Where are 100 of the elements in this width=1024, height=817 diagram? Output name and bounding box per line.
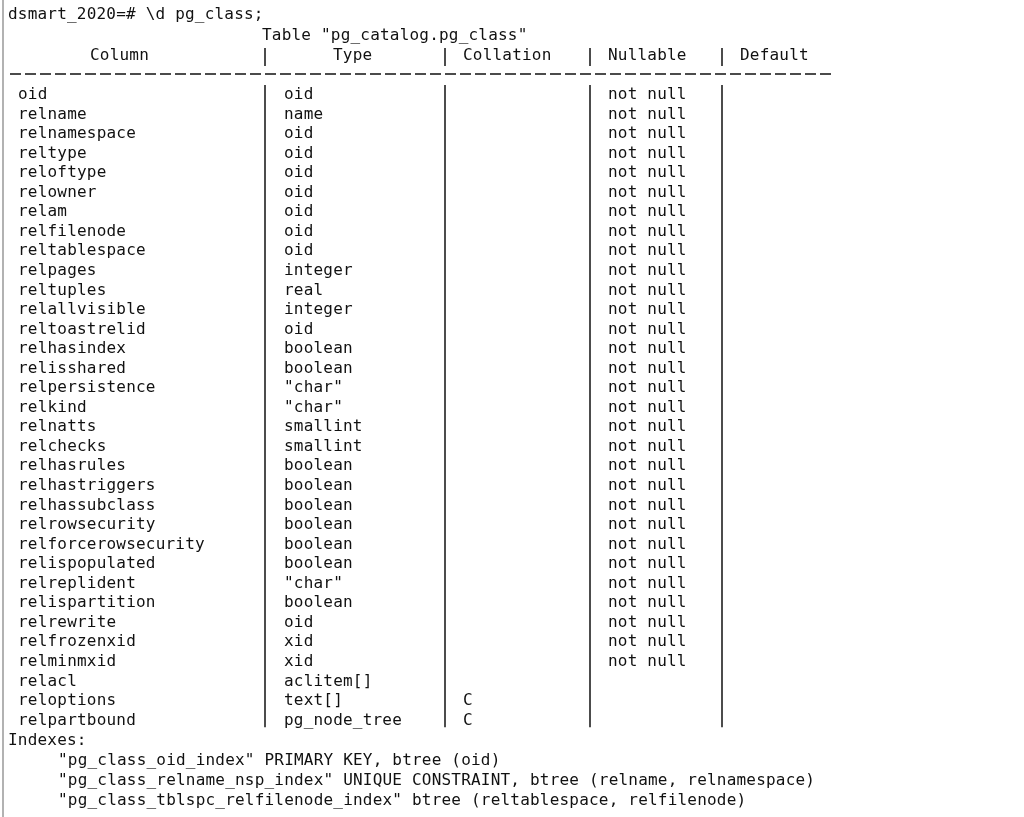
column-name: reloftype [18,162,107,183]
column-type: oid [284,201,314,222]
nullable-value: not null [608,572,687,593]
column-type: oid [284,123,314,144]
column-header: Default [740,45,809,65]
column-type: boolean [284,553,353,574]
column-type: boolean [284,514,353,535]
column-name: relrewrite [18,611,117,632]
nullable-value: not null [608,181,687,202]
column-name: relhassubclass [18,494,156,515]
column-type: "char" [284,377,343,398]
column-type: oid [284,162,314,183]
column-header: Column [90,45,149,65]
column-name: relacl [18,670,77,691]
nullable-value: not null [608,259,687,280]
column-type: boolean [284,475,353,495]
collation-value: C [463,709,473,730]
column-name: relname [18,103,87,124]
column-type: integer [284,299,353,320]
nullable-value: not null [608,611,687,632]
column-type: smallint [284,435,363,456]
nullable-value: not null [608,142,687,163]
column-name: relreplident [18,572,136,593]
column-type: oid [284,220,314,241]
nullable-value: not null [608,650,687,671]
column-type: oid [284,142,314,163]
column-type: "char" [284,572,343,593]
column-type: oid [284,240,314,261]
nullable-value: not null [608,455,687,476]
collation-value: C [463,690,473,711]
nullable-value: not null [608,201,687,222]
column-type: name [284,103,324,124]
column-name: reltablespace [18,240,146,261]
nullable-value: not null [608,494,687,515]
column-name: relrowsecurity [18,514,156,535]
nullable-value: not null [608,435,687,456]
nullable-value: not null [608,279,687,300]
column-name: reltoastrelid [18,318,146,339]
column-type: oid [284,611,314,632]
column-type: xid [284,650,314,671]
nullable-value: not null [608,318,687,339]
column-name: relchecks [18,435,107,456]
nullable-value: not null [608,220,687,241]
nullable-value: not null [608,553,687,574]
column-name: relowner [18,181,97,202]
column-type: text[] [284,690,343,711]
column-type: boolean [284,494,353,515]
column-name: relpartbound [18,709,136,730]
nullable-value: not null [608,240,687,261]
column-name: relfilenode [18,220,127,241]
column-type: boolean [284,455,353,476]
column-type: boolean [284,533,353,554]
column-name: relkind [18,396,87,417]
column-name: reltype [18,142,87,163]
nullable-value: not null [608,416,687,437]
column-name: reltuples [18,279,107,300]
column-type: oid [284,84,314,104]
column-type: pg_node_tree [284,709,402,730]
column-type: xid [284,631,314,652]
column-name: relfrozenxid [18,631,136,652]
nullable-value: not null [608,299,687,320]
column-name: reloptions [18,690,117,711]
column-name: relhastriggers [18,475,156,495]
column-type: integer [284,259,353,280]
nullable-value: not null [608,514,687,535]
column-name: relisshared [18,357,127,378]
index-definition: "pg_class_oid_index" PRIMARY KEY, btree (oid) [58,750,501,771]
nullable-value: not null [608,103,687,124]
column-type: aclitem[] [284,670,373,691]
column-type: oid [284,181,314,202]
column-type: boolean [284,592,353,613]
column-name: relnatts [18,416,97,437]
column-type: "char" [284,396,343,417]
nullable-value: not null [608,357,687,378]
nullable-value: not null [608,396,687,417]
table-title: Table "pg_catalog.pg_class" [262,25,528,45]
column-type: oid [284,318,314,339]
column-header: Collation [463,45,552,65]
column-name: relnamespace [18,123,136,144]
section-heading: Indexes: [8,730,87,751]
nullable-value: not null [608,84,687,104]
column-name: oid [18,84,48,104]
nullable-value: not null [608,592,687,613]
column-name: relallvisible [18,299,146,320]
column-name: relforcerowsecurity [18,533,205,554]
column-name: relminmxid [18,650,117,671]
column-name: relhasindex [18,338,127,359]
column-name: relhasrules [18,455,127,476]
nullable-value: not null [608,533,687,554]
nullable-value: not null [608,162,687,183]
nullable-value: not null [608,631,687,652]
nullable-value: not null [608,123,687,144]
column-type: real [284,279,324,300]
column-type: boolean [284,338,353,359]
column-type: smallint [284,416,363,437]
index-definition: "pg_class_tblspc_relfilenode_index" btree (reltablespace, relfilenode) [58,790,747,811]
nullable-value: not null [608,377,687,398]
nullable-value: not null [608,338,687,359]
column-name: relispopulated [18,553,156,574]
nullable-value: not null [608,475,687,495]
